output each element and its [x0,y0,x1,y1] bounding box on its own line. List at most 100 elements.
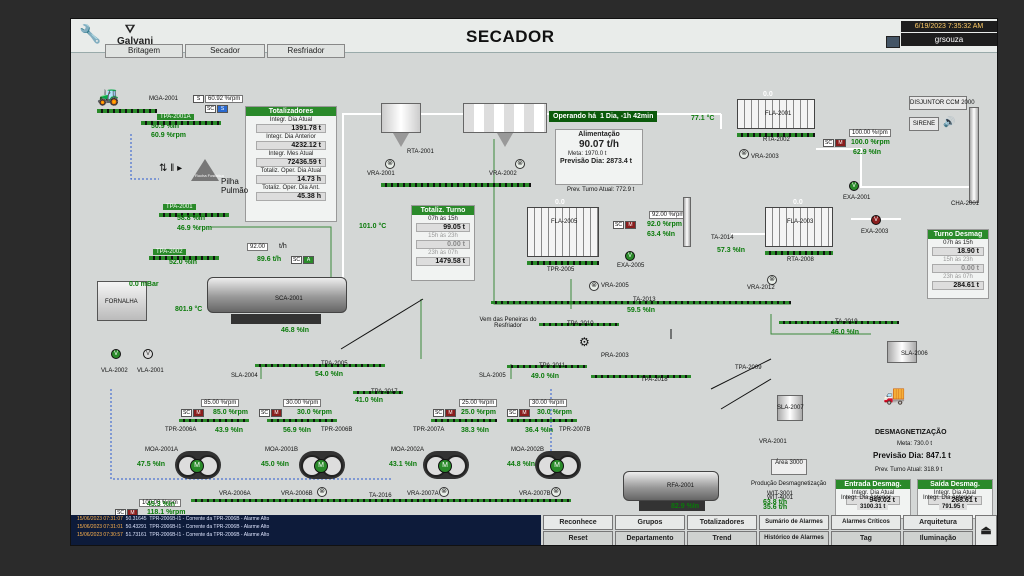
tpr-2007b-sc[interactable]: SC [507,409,518,417]
ta-2016-setpoint[interactable]: 100.00 %rpm [139,499,181,507]
tpr-2006a-sc[interactable]: SC [181,409,192,417]
exa-2005-fan-icon[interactable]: V [625,251,635,261]
tpa-2001a-tag[interactable]: TPA-2001A [157,114,194,120]
tpr-2006b-m[interactable]: M [271,409,282,417]
vra-2007b-valve-icon[interactable]: ⊗ [551,487,561,497]
rfa-2001-cooler-drum[interactable] [623,471,719,501]
tag-button[interactable]: Tag [831,531,901,545]
arquitetura-button[interactable]: Arquitetura [903,515,973,530]
tpr-2006a-speed: 85.0 %rpm [213,409,249,416]
alarm-row[interactable]: 15/06/2023 07:30:57 51.73161 TPR-2006B-I… [71,531,541,539]
moa-2001b-mill[interactable]: M [299,451,345,479]
sca-2001-dryer-drum[interactable] [207,277,347,313]
vla-2002-fan-icon[interactable]: V [111,349,121,359]
speaker-icon[interactable]: 🔊 [943,117,956,128]
tpr-2007b-setpoint[interactable]: 30.00 %rpm [529,399,568,407]
totalizadores-button[interactable]: Totalizadores [687,515,757,530]
iluminacao-button[interactable]: Iluminação [903,531,973,545]
moa-2001a-mill[interactable]: M [175,451,221,479]
vra-2012-valve-icon[interactable]: ⊗ [767,275,777,285]
fornalha-box [97,281,147,321]
ta-2013-label: TA-2013 [633,297,656,303]
exa-2001-m[interactable]: M [835,139,846,147]
tab-britagem[interactable]: Britagem [105,44,183,58]
pra-2003-pump-icon[interactable]: ⚙ [579,335,590,349]
vra-2007a-label: VRA-2007A [407,491,439,497]
vra-2002-valve-icon[interactable]: ⊗ [515,159,525,169]
exa-2005-m[interactable]: M [625,221,636,229]
fla-2005-filter [527,207,599,257]
tpr-2007b-m[interactable]: M [519,409,530,417]
mga-s[interactable]: S [217,105,228,113]
historico-alarmes-button[interactable]: Histórico de Alarmes [759,531,829,545]
alarm-text: TPR-2006B-I1 - Corrente da TPR-2006B - A… [149,532,270,538]
exa-2005-sc[interactable]: SC [613,221,624,229]
feed-a[interactable]: A [303,256,314,264]
feed-setpoint[interactable]: 92.00 [247,243,269,251]
area-3000-button[interactable]: Área 3000 [771,459,807,475]
ta-2014-label: TA-2014 [711,235,734,241]
wit-3001-value: 63.8 t/h [763,499,788,506]
tpa-2005-label: TPA-2005 [321,361,348,367]
wrench-icon[interactable]: 🔧 [79,24,102,44]
grupos-button[interactable]: Grupos [615,515,685,530]
sumario-alarmes-button[interactable]: Sumário de Alarmes [759,515,829,530]
tab-secador[interactable]: Secador [185,44,265,58]
tpr-2007a-conveyor [431,419,497,422]
tpr-2006a-setpoint[interactable]: 85.00 %rpm [201,399,240,407]
tpr-2006a-m[interactable]: M [193,409,204,417]
temp-771: 77.1 °C [691,115,715,122]
turno-value-2: 1479.58 t [416,257,470,266]
tpr-2007a-m[interactable]: M [445,409,456,417]
tpa-2010-conveyor [539,323,619,326]
tpr-2007a-setpoint[interactable]: 25.00 %rpm [459,399,498,407]
moa-2002a-mill[interactable]: M [423,451,469,479]
alarm-row[interactable]: 15/06/2023 07:31:01 50.43291 TPR-2006B-I… [71,523,541,531]
vra-2006b-valve-icon[interactable]: ⊗ [317,487,327,497]
tpr-2007a-sc[interactable]: SC [433,409,444,417]
exa-2001-setpoint[interactable]: 100.00 %rpm [849,129,891,137]
moa-2002b-mill[interactable]: M [535,451,581,479]
desmag-turno-value-2: 284.61 t [932,281,984,290]
tpa-2001-tag[interactable]: TPA-2001 [163,204,196,210]
disjuntor-button[interactable]: DISJUNTOR CCM 2000 [909,96,975,110]
tpa-2002-tag[interactable]: TPA-2002 [153,249,186,255]
ta-2014-current: 57.3 %In [717,247,746,254]
saida-label-1: Integr. Dia Anterior [923,495,973,501]
departamento-button[interactable]: Departamento [615,531,685,545]
reconhece-button[interactable]: Reconhece [543,515,613,530]
exa-2003-fan-icon[interactable]: V [871,215,881,225]
alarm-row[interactable]: 15/06/2023 07:31:07 50.31645 TPR-2006B-I… [71,515,541,523]
vra-2001-valve-icon[interactable]: ⊗ [385,159,395,169]
trend-button[interactable]: Trend [687,531,757,545]
mga-status[interactable]: S [193,95,204,103]
tab-resfriador[interactable]: Resfriador [267,44,345,58]
fla-2003-value: 0.0 [793,199,803,206]
pile-controls-icon[interactable]: ⇅ ‖ ▸ [159,163,183,174]
exa-2005-setpoint[interactable]: 92.00 %rpm [649,211,688,219]
sirene-button[interactable]: SIRENE [909,117,939,131]
vla-2001-label: VLA-2001 [137,368,164,374]
loader-icon: 🚜 [97,86,120,106]
tpr-2006b-sc[interactable]: SC [259,409,270,417]
vra-2007a-valve-icon[interactable]: ⊗ [439,487,449,497]
exa-2001-sc[interactable]: SC [823,139,834,147]
mga-setpoint[interactable]: 60.92 %rpm [205,95,244,103]
tpr-2007a-speed: 25.0 %rpm [461,409,497,416]
process-diagram: 🚜 MGA-2001 S 60.92 %rpm SC S TPA-2001A 5… [71,59,997,519]
vla-2001-fan-icon[interactable]: V [143,349,153,359]
tpa-2010-label: TPA-2010 [567,321,594,327]
tpr-2006b-setpoint[interactable]: 30.00 %rpm [283,399,322,407]
vra-2003-valve-icon[interactable]: ⊗ [739,149,749,159]
alarmes-criticos-button[interactable]: Alarmes Críticos [831,515,901,530]
moa-2002a-label: MOA-2002A [391,447,425,453]
logo-text: Galvani [117,36,154,47]
vra-2005-valve-icon[interactable]: ⊗ [589,281,599,291]
exit-icon[interactable]: ⏏ [975,515,997,545]
reset-button[interactable]: Reset [543,531,613,545]
feed-sc[interactable]: SC [291,256,302,264]
alarm-list[interactable]: 15/06/2023 07:31:07 50.31645 TPR-2006B-I… [71,515,541,545]
monitor-icon[interactable] [886,36,900,48]
mga-sc[interactable]: SC [205,105,216,113]
exa-2001-fan-icon[interactable]: V [849,181,859,191]
